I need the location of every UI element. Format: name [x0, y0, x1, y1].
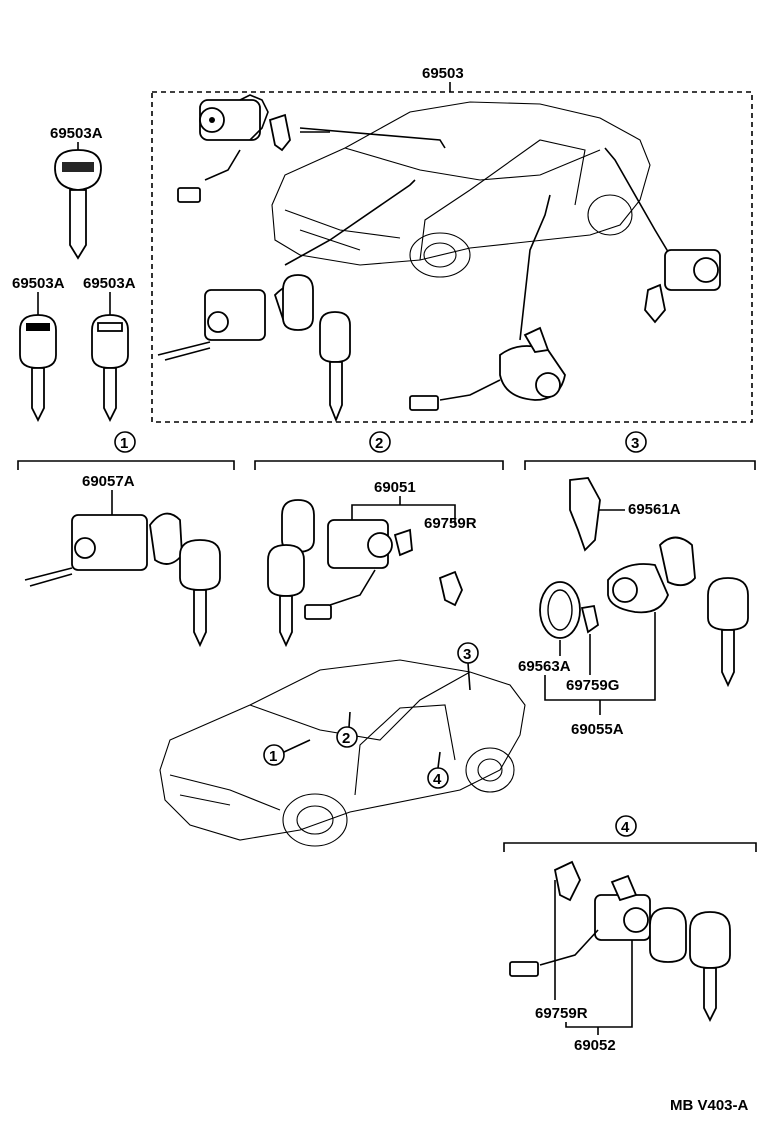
- key-a: [19, 314, 57, 423]
- key-b: [91, 314, 129, 423]
- svg-text:2: 2: [342, 730, 350, 747]
- section4-clip: [553, 860, 581, 902]
- section4-key-2: [689, 911, 731, 1023]
- label-kit: 69503: [422, 65, 464, 82]
- svg-text:4: 4: [621, 819, 630, 836]
- section3-cover: [569, 477, 601, 552]
- section3-trunk-cylinder: [607, 536, 696, 614]
- vehicle-callout-3: 3: [457, 642, 479, 691]
- kit-key-2: [319, 311, 351, 423]
- label-ign-cyl: 69057A: [82, 473, 135, 490]
- vehicle-illustration: [159, 659, 526, 847]
- label-trunk-cyl: 69055A: [571, 721, 624, 738]
- label-key-master: 69503A: [50, 125, 103, 142]
- section4-door-cylinder: [509, 874, 651, 977]
- label-key-b: 69503A: [83, 275, 136, 292]
- kit-car-illustration: [271, 101, 651, 278]
- label-clip-r-2: 69759R: [424, 515, 477, 532]
- section3-ring: [539, 581, 581, 639]
- svg-text:2: 2: [375, 435, 383, 452]
- kit-door-cylinder-right: [644, 249, 721, 324]
- section-callout-4: 4: [615, 815, 637, 837]
- section1-key: [179, 539, 221, 648]
- svg-text:4: 4: [433, 771, 442, 788]
- vehicle-callout-1: 1: [263, 739, 311, 766]
- label-cover-3: 69561A: [628, 501, 681, 518]
- label-door-cyl-4: 69052: [574, 1037, 616, 1054]
- svg-text:1: 1: [120, 435, 128, 452]
- svg-text:1: 1: [269, 748, 277, 765]
- kit-door-cylinder-top: [177, 94, 291, 203]
- label-clip-r-4: 69759R: [535, 1005, 588, 1022]
- section-callout-3: 3: [625, 431, 647, 453]
- section2-door-cylinder: [304, 519, 413, 620]
- label-door-set: 69051: [374, 479, 416, 496]
- diagram-code: MB V403-A: [670, 1097, 749, 1114]
- kit-key-1: [282, 274, 314, 331]
- master-key: [54, 149, 102, 260]
- section3-key: [707, 577, 749, 688]
- section3-clip-g: [580, 604, 600, 634]
- kit-trunk-cylinder: [409, 326, 566, 411]
- label-clip-g-3: 69759G: [566, 677, 619, 694]
- kit-boundary: [151, 91, 753, 423]
- vehicle-callout-4: 4: [427, 751, 449, 789]
- section4-key-1: [649, 907, 687, 963]
- section2-key-2: [267, 544, 305, 648]
- section-callout-2: 2: [369, 431, 391, 453]
- svg-text:3: 3: [631, 435, 639, 452]
- section2-clip: [438, 570, 463, 607]
- ignition-lock-cylinder: [24, 512, 183, 587]
- vehicle-callout-2: 2: [336, 711, 358, 748]
- svg-text:3: 3: [463, 646, 471, 663]
- label-ring-3: 69563A: [518, 658, 571, 675]
- label-key-a: 69503A: [12, 275, 65, 292]
- section-callout-1: 1: [114, 431, 136, 453]
